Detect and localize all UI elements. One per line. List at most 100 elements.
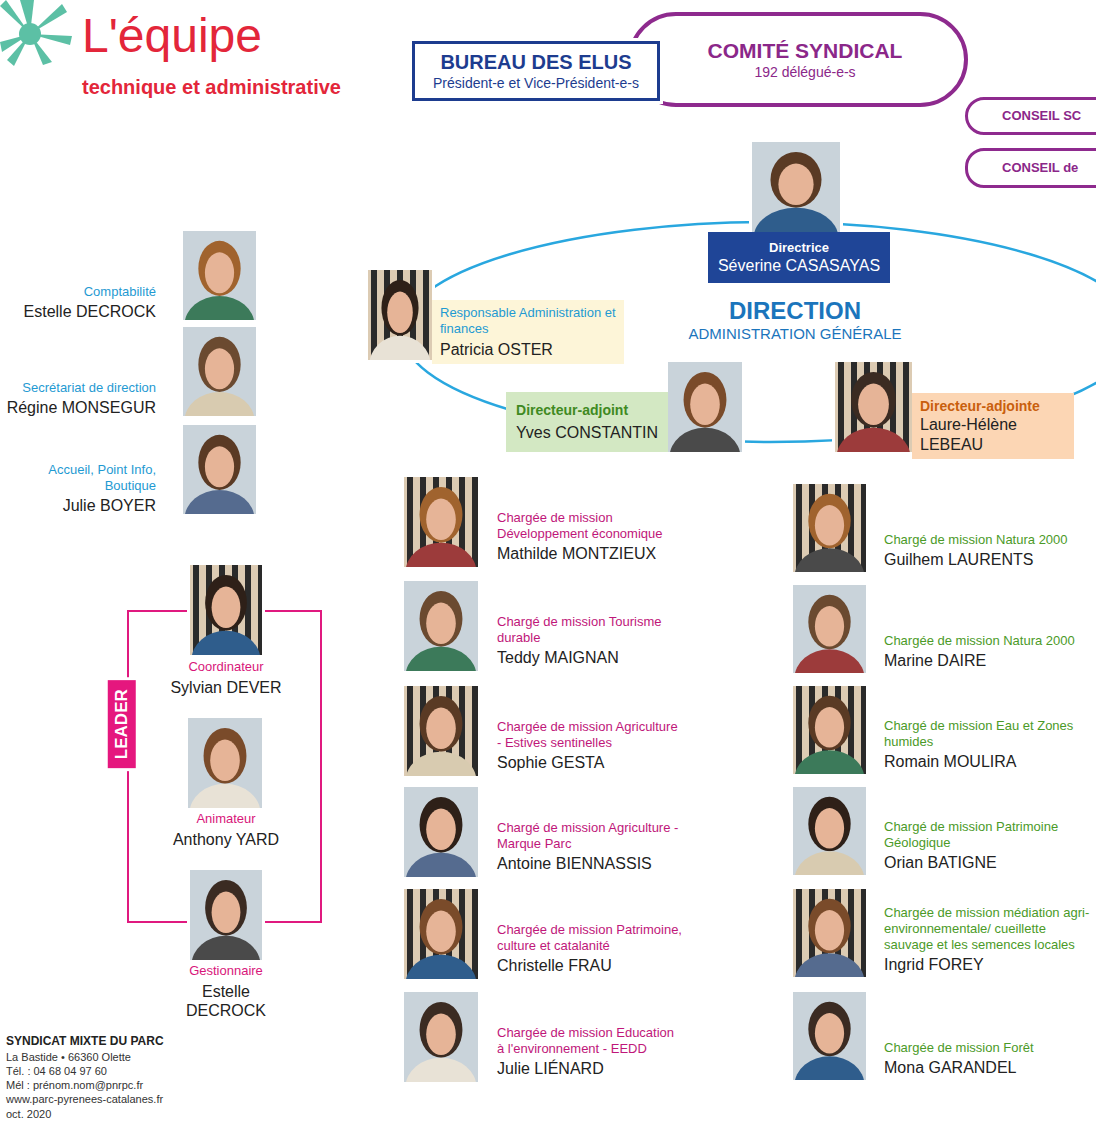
job-title: Directrice bbox=[718, 240, 880, 256]
decor-shape bbox=[183, 425, 256, 514]
page-subtitle: technique et administrative bbox=[82, 75, 412, 99]
box-subtitle: Président-e et Vice-Président-e-s bbox=[421, 75, 651, 92]
leader-frame: LEADER bbox=[127, 610, 322, 923]
decor-shape bbox=[808, 696, 850, 751]
person-name: Ingrid FOREY bbox=[884, 955, 1090, 975]
decor-shape bbox=[205, 252, 234, 293]
address-line: www.parc-pyrenees-catalanes.fr bbox=[6, 1092, 266, 1106]
portrait-photo bbox=[183, 425, 256, 549]
text-group: GestionnaireEstelle DECROCK bbox=[161, 963, 291, 1021]
decor-shape bbox=[808, 595, 850, 650]
decor-shape bbox=[205, 575, 247, 631]
job-title: Directeur-adjoint bbox=[516, 402, 658, 419]
portrait-photo bbox=[368, 270, 432, 395]
decor-shape bbox=[426, 603, 456, 644]
decor-shape bbox=[815, 1013, 844, 1053]
job-title: Chargé de mission Agriculture - Marque P… bbox=[497, 820, 682, 852]
text-group: ComptabilitéEstelle DECROCK bbox=[6, 284, 156, 322]
decor-shape bbox=[796, 686, 802, 774]
decor-shape bbox=[204, 728, 247, 784]
decor-shape bbox=[837, 428, 911, 452]
director-box: DirectriceSéverine CASASAYAS bbox=[708, 232, 890, 283]
decor-shape bbox=[754, 208, 838, 232]
decor-shape bbox=[794, 649, 864, 673]
decor-shape bbox=[404, 992, 478, 1082]
person-name: Séverine CASASAYAS bbox=[718, 256, 880, 276]
job-title: Chargé de mission Tourisme durable bbox=[497, 614, 682, 646]
person-name: Marine DAIRE bbox=[884, 651, 1090, 671]
box-heading: COMITÉ SYNDICAL bbox=[648, 38, 962, 64]
person-name: Estelle DECROCK bbox=[6, 302, 156, 322]
decor-shape bbox=[404, 889, 478, 979]
person-name: Orian BATIGNE bbox=[884, 853, 1090, 873]
decor-shape bbox=[794, 750, 864, 774]
decor-shape bbox=[770, 152, 821, 208]
page-title: L'équipe bbox=[82, 10, 412, 63]
decor-shape bbox=[835, 362, 912, 452]
decor-shape bbox=[808, 1002, 850, 1057]
decor-shape bbox=[808, 494, 850, 549]
park-logo bbox=[0, 0, 72, 66]
decor-shape bbox=[861, 889, 866, 977]
decor-shape bbox=[405, 647, 476, 671]
decor-shape bbox=[796, 889, 802, 977]
person-name: Teddy MAIGNAN bbox=[497, 648, 682, 668]
decor-shape bbox=[212, 892, 241, 933]
frame-outline bbox=[127, 610, 322, 923]
job-title: Animateur bbox=[161, 811, 291, 827]
decor-shape bbox=[404, 477, 478, 567]
box-heading: CONSEIL SC bbox=[1002, 108, 1096, 124]
committee-box: COMITÉ SYNDICAL192 délégué-e-s bbox=[628, 12, 968, 107]
decor-shape bbox=[903, 362, 909, 452]
decor-shape bbox=[210, 740, 240, 781]
text-group: Secrétariat de directionRégine MONSEGUR bbox=[6, 380, 156, 418]
decor-shape bbox=[796, 484, 802, 572]
decor-shape bbox=[188, 718, 262, 808]
decor-shape bbox=[407, 889, 413, 979]
address-line: oct. 2020 bbox=[6, 1107, 266, 1121]
text-group: Chargé de mission Patrimoine GéologiqueO… bbox=[884, 819, 1090, 873]
person-name: Anthony YARD bbox=[161, 830, 291, 850]
decor-shape bbox=[793, 585, 866, 673]
text-group: Chargée de mission Education à l'environ… bbox=[497, 1025, 682, 1079]
box-subtitle: 192 délégué-e-s bbox=[648, 64, 962, 81]
person-name: Mathilde MONTZIEUX bbox=[497, 544, 682, 564]
decor-shape bbox=[198, 241, 240, 296]
person-name: Laure-Hélène LEBEAU bbox=[920, 415, 1066, 454]
person-name: Sophie GESTA bbox=[497, 753, 682, 773]
job-title: Chargée de mission Forêt bbox=[884, 1040, 1090, 1056]
job-title: Chargé de mission Eau et Zones humides bbox=[884, 718, 1090, 750]
decor-shape bbox=[861, 686, 866, 774]
decor-shape bbox=[405, 853, 476, 877]
text-group: Accueil, Point Info, BoutiqueJulie BOYER bbox=[6, 462, 156, 516]
decor-shape bbox=[793, 889, 866, 977]
job-title: Chargée de mission Natura 2000 bbox=[884, 633, 1090, 649]
decor-shape bbox=[815, 910, 844, 950]
decor-shape bbox=[808, 899, 850, 954]
decor-shape bbox=[851, 372, 896, 428]
decor-shape bbox=[407, 477, 413, 567]
decor-shape bbox=[189, 784, 260, 808]
address-line: Mél : prénom.nom@pnrpc.fr bbox=[6, 1078, 266, 1092]
decor-shape bbox=[404, 787, 478, 877]
job-title: Responsable Administration et finances bbox=[440, 305, 616, 337]
decor-shape bbox=[205, 348, 234, 389]
decor-shape bbox=[371, 270, 377, 360]
decor-shape bbox=[183, 231, 256, 320]
decor-shape bbox=[815, 606, 844, 646]
person-name: Patricia OSTER bbox=[440, 340, 616, 360]
person-name: Régine MONSEGUR bbox=[6, 398, 156, 418]
decor-shape bbox=[420, 591, 463, 647]
decor-shape bbox=[426, 499, 456, 540]
person-name: Julie LIÉNARD bbox=[497, 1059, 682, 1079]
text-group: Chargée de mission ForêtMona GARANDEL bbox=[884, 1040, 1090, 1078]
address-line: Tél. : 04 68 04 97 60 bbox=[6, 1064, 266, 1078]
council-box: CONSEIL SC bbox=[965, 97, 1096, 135]
text-group: Chargée de mission médiation agri-enviro… bbox=[884, 905, 1090, 975]
decor-shape bbox=[205, 446, 234, 487]
decor-shape bbox=[794, 548, 864, 572]
decor-shape bbox=[404, 581, 478, 671]
decor-shape bbox=[838, 362, 844, 452]
text-group: Chargé de mission Eau et Zones humidesRo… bbox=[884, 718, 1090, 772]
decor-shape bbox=[183, 327, 256, 416]
